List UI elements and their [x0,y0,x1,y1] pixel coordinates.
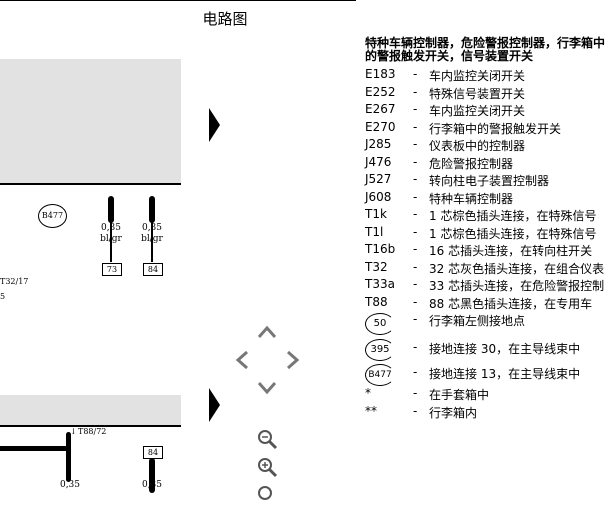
page-title: 电路图 [202,10,248,28]
legend-list: E183-车内监控关闭开关 E252-特殊信号装置开关 E267-车内监控关闭开… [365,67,605,421]
legend-heading: 特种车辆控制器，危险警报控制器，行李箱中的警报触发开关，信号装置开关 [365,36,606,63]
component-block-upper [0,59,181,184]
pin-84: 84 [143,263,163,276]
wire-84-color: bl/gr [141,234,163,244]
legend-item: T16b-16 芯插头连接，在转向柱开关 [365,242,593,258]
component-block-lower [0,395,181,425]
ground-point-50-icon: 50 [365,313,395,335]
legend-ground-item: B477 -接地连接 13，在主导线束中 [365,360,601,386]
legend-note: *-在手套箱中 [365,386,490,402]
wire-84-size: 0,35 [141,223,163,233]
legend-item: J527-转向柱电子装置控制器 [365,172,550,188]
legend-item: T33a-33 芯插头连接，在危险警报控制 [365,277,605,293]
legend-item: J608-特种车辆控制器 [365,189,514,206]
legend-item: J285-仪表板中的控制器 [365,137,526,153]
ref-t32-17: T32/17 [0,277,29,286]
next-page-arrow-lower[interactable] [209,388,220,422]
pan-up-icon[interactable] [256,322,278,344]
wire-73-color: bl/gr [100,234,122,244]
ground-connection-b477-icon: B477 [365,364,395,386]
wire-73-thin [110,222,112,262]
ref-t88-72: T88/72 [78,427,107,436]
component-block-lower-edge [0,425,181,427]
wire-lower-size: 0,35 [59,480,81,490]
legend-panel: 特种车辆控制器，危险警报控制器，行李箱中的警报触发开关，信号装置开关 E183-… [365,37,605,421]
legend-item: E270-行李箱中的警报触发开关 [365,119,562,136]
legend-item: J476-危险警报控制器 [365,154,514,171]
next-page-arrow-upper[interactable] [209,108,220,142]
pin-84-lower: 84 [143,446,163,459]
zoom-reset-icon[interactable] [256,484,278,506]
zoom-out-icon[interactable] [256,428,278,450]
legend-item: T32-32 芯灰色插头连接，在组合仪表 [365,259,605,276]
legend-item: T1k-1 芯棕色插头连接，在特殊信号 [365,207,597,223]
pin-73: 73 [102,263,122,276]
legend-item: T88-88 芯黑色插头连接，在专用车 [365,294,593,311]
wire-lower-vertical [66,432,71,482]
component-block-upper-edge [0,183,181,185]
legend-item: E267-车内监控关闭开关 [365,102,526,118]
pan-left-icon[interactable] [232,349,254,371]
legend-item: T1l-1 芯棕色插头连接，在特殊信号 [365,224,597,241]
legend-item: E252-特殊信号装置开关 [365,84,526,101]
wire-84 [149,196,155,223]
connector-b477: B477 [38,204,67,228]
zoom-in-icon[interactable] [256,456,278,478]
ref-5: 5 [0,292,6,301]
ground-connection-395-icon: 395 [365,339,395,361]
ref-t88-72-marker: ↓ [70,427,77,436]
wire-84-lower [149,458,155,493]
top-divider [0,0,356,1]
legend-ground-item: 395 -接地连接 30，在主导线束中 [365,336,601,361]
legend-item: E183-车内监控关闭开关 [365,67,526,83]
wire-84-thin [151,222,153,262]
legend-note: **-行李箱内 [365,403,478,420]
wire-73 [108,196,114,223]
wire-lower-horizontal [0,446,70,451]
wire-84-lower-size: 0,35 [141,480,163,490]
pan-right-icon[interactable] [281,349,303,371]
legend-ground-item: 50 -行李箱左侧接地点 [365,312,601,336]
wire-73-size: 0,35 [100,223,122,233]
pan-down-icon[interactable] [256,376,278,398]
